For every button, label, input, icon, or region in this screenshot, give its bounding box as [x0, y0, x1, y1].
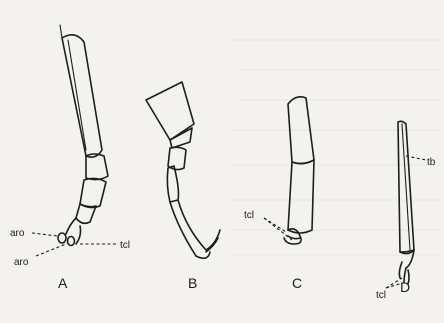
panel-label-c: C [292, 275, 302, 291]
leg-a [58, 25, 108, 246]
leg-b [146, 82, 220, 258]
label-aro-upper: aro [10, 228, 25, 239]
leg-c [284, 97, 314, 244]
leg-d [398, 121, 414, 284]
panel-label-b: B [188, 275, 197, 291]
label-aro-lower: aro [14, 257, 29, 268]
label-tcl-d: tcl [376, 290, 386, 301]
leg-a-leader-lines [32, 233, 118, 256]
label-tcl-a: tcl [120, 240, 130, 251]
panel-label-d: D [400, 279, 410, 295]
panel-label-a: A [58, 275, 68, 291]
label-tcl-c: tcl [244, 210, 254, 221]
label-tb: tb [427, 157, 436, 168]
